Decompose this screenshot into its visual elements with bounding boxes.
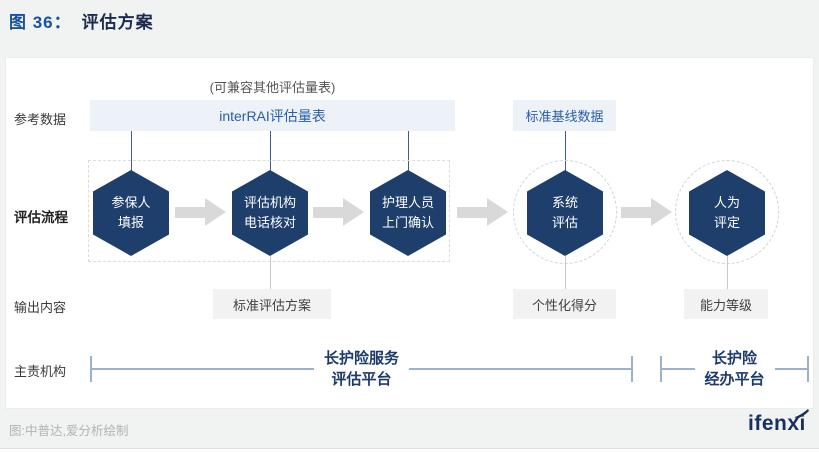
figure-name: 评估方案 <box>81 13 154 32</box>
bracket-line <box>409 368 632 370</box>
step-text-line1: 护理人员 <box>381 195 434 210</box>
compatibility-note: (可兼容其他评估量表) <box>209 80 336 95</box>
connector-ref-hex2 <box>270 131 271 172</box>
org-name-line1: 长护险 <box>712 350 758 367</box>
step-text-line1: 参保人 <box>111 195 151 210</box>
step-text-line2: 评估 <box>551 215 578 230</box>
connector-ref-hex3 <box>408 131 409 172</box>
flow-arrow-icon <box>313 198 365 226</box>
output-box-ability-level: 能力等级 <box>684 289 768 319</box>
figure-title: 图 36： 评估方案 <box>9 8 154 33</box>
reference-box-baseline: 标准基线数据 <box>513 100 616 131</box>
flow-arrow-icon <box>621 198 673 226</box>
bottom-divider <box>0 448 819 453</box>
bracket-line <box>774 368 808 370</box>
source-credit: 图:中普达,爱分析绘制 <box>9 424 129 438</box>
row-label-evaluation-process: 评估流程 <box>14 210 68 225</box>
step-text-line2: 上门确认 <box>381 215 434 230</box>
step-text-line2: 填报 <box>117 215 144 230</box>
ifenxi-logo-text: ifenxi <box>748 412 806 435</box>
output-box-personalized-score: 个性化得分 <box>513 289 616 319</box>
step-text-line1: 系统 <box>551 195 578 210</box>
step-text-line2: 评定 <box>713 215 740 230</box>
org-bracket-handling-platform: 长护险 经办平台 <box>660 344 810 394</box>
org-name-line2: 经办平台 <box>704 371 765 388</box>
bracket-line <box>92 368 314 370</box>
step-text-line1: 评估机构 <box>243 195 296 210</box>
row-label-responsible-org: 主责机构 <box>14 364 67 379</box>
connector-baseline-hex4 <box>565 131 566 172</box>
row-label-output-content: 输出内容 <box>14 300 67 315</box>
output-box-standard-plan: 标准评估方案 <box>213 289 331 319</box>
connector-hex4-output2 <box>565 256 566 289</box>
bracket-tick <box>807 356 810 382</box>
org-name-line2: 评估平台 <box>331 371 392 388</box>
flow-arrow-icon <box>457 198 509 226</box>
ifenxi-logo: ifenxi <box>748 409 809 436</box>
org-name: 长护险 经办平台 <box>695 348 775 390</box>
flow-arrow-icon <box>175 198 227 226</box>
connector-ref-hex1 <box>131 131 132 172</box>
org-bracket-service-eval-platform: 长护险服务 评估平台 <box>90 344 634 394</box>
reference-box-interrai: interRAI评估量表 <box>90 100 455 131</box>
step-text-line1: 人为 <box>713 195 740 210</box>
dashed-group-manual-steps <box>88 160 450 262</box>
connector-hex2-output1 <box>270 256 271 289</box>
bracket-tick <box>90 356 92 382</box>
step-text-line2: 电话核对 <box>243 215 296 230</box>
logo-swoosh-icon <box>794 409 809 419</box>
bracket-line <box>662 368 695 370</box>
org-name-line1: 长护险服务 <box>324 350 400 367</box>
figure-number: 图 36： <box>9 13 72 32</box>
row-label-reference-data: 参考数据 <box>14 112 67 127</box>
process-step-system-evaluation: 系统 评估 <box>527 170 603 256</box>
process-step-human-rating: 人为 评定 <box>689 170 765 256</box>
org-name: 长护险服务 评估平台 <box>314 348 409 390</box>
bracket-tick <box>631 356 634 382</box>
bracket-tick <box>660 356 662 382</box>
connector-hex5-output3 <box>727 256 728 289</box>
